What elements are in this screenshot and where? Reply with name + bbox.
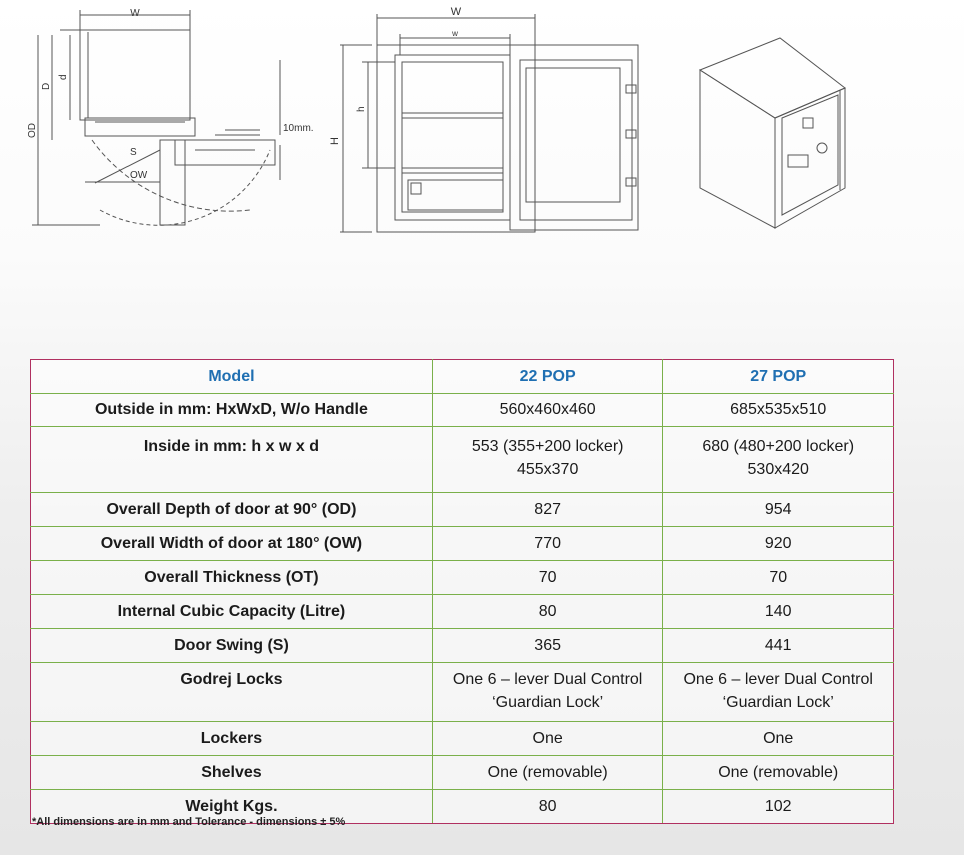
table-row: Inside in mm: h x w x d 553 (355+200 loc… xyxy=(30,426,894,493)
header-27-pop: 27 POP xyxy=(662,359,894,394)
row-label: Overall Width of door at 180° (OW) xyxy=(30,526,433,561)
table-row: Godrej Locks One 6 – lever Dual Control ‘… xyxy=(30,662,894,722)
table-header-row: Model 22 POP 27 POP xyxy=(30,359,894,394)
cell-27-pop: 441 xyxy=(662,628,894,663)
header-model: Model xyxy=(30,359,433,394)
cell-22-pop: 80 xyxy=(431,789,664,824)
label-s: S xyxy=(130,147,137,158)
row-label: Overall Thickness (OT) xyxy=(30,560,433,595)
row-label: Inside in mm: h x w x d xyxy=(30,426,433,493)
row-label: Door Swing (S) xyxy=(30,628,433,663)
cell-22-pop: 70 xyxy=(431,560,664,595)
label-d-small: d xyxy=(58,74,69,80)
cell-27-pop: 680 (480+200 locker) 530x420 xyxy=(662,426,894,493)
cell-27-pop: 102 xyxy=(662,789,894,824)
safe-3d-drawing xyxy=(698,37,846,229)
cell-27-pop: One xyxy=(662,721,894,756)
label-d-big: D xyxy=(41,83,52,90)
cell-line: 455x370 xyxy=(516,461,579,478)
cell-line: 530x420 xyxy=(747,461,809,478)
label-H: H xyxy=(329,137,341,145)
table-row: Overall Depth of door at 90° (OD) 827 95… xyxy=(30,492,894,527)
cell-22-pop: 560x460x460 xyxy=(431,393,664,427)
table-row: Overall Thickness (OT) 70 70 xyxy=(30,560,894,595)
top-view-drawing xyxy=(32,10,281,226)
cell-22-pop: 80 xyxy=(431,594,664,629)
table-row: Overall Width of door at 180° (OW) 770 9… xyxy=(30,526,894,561)
row-label: Internal Cubic Capacity (Litre) xyxy=(30,594,433,629)
cell-22-pop: 365 xyxy=(431,628,664,663)
label-10mm: 10mm. xyxy=(283,123,314,134)
cell-22-pop: 553 (355+200 locker) 455x370 xyxy=(431,426,664,493)
row-label: Shelves xyxy=(30,755,433,790)
label-od: OD xyxy=(27,123,38,138)
row-label: Overall Depth of door at 90° (OD) xyxy=(30,492,433,527)
cell-line: ‘Guardian Lock’ xyxy=(492,694,604,711)
cell-27-pop: One (removable) xyxy=(662,755,894,790)
cell-27-pop: 954 xyxy=(662,492,894,527)
cell-27-pop: 920 xyxy=(662,526,894,561)
row-label: Weight Kgs. xyxy=(30,789,433,824)
footnote: *All dimensions are in mm and Tolerance … xyxy=(32,816,346,828)
cell-line: 553 (355+200 locker) xyxy=(471,438,624,455)
cell-22-pop: One 6 – lever Dual Control ‘Guardian Lock… xyxy=(431,662,664,722)
cell-22-pop: One (removable) xyxy=(431,755,664,790)
label-h: h xyxy=(356,106,367,112)
cell-22-pop: 827 xyxy=(431,492,664,527)
label-w-mid: w xyxy=(451,29,458,38)
row-label: Godrej Locks xyxy=(30,662,433,722)
label-ow: OW xyxy=(130,170,148,181)
specification-table: Model 22 POP 27 POP Outside in mm: HxWxD… xyxy=(30,359,894,824)
technical-drawings: W d D OD S OW 10mm. W w H h xyxy=(0,0,964,250)
cell-27-pop: 685x535x510 xyxy=(662,393,894,427)
table-row: Door Swing (S) 365 441 xyxy=(30,628,894,663)
cell-line: 680 (480+200 locker) xyxy=(702,438,855,455)
cell-27-pop: 140 xyxy=(662,594,894,629)
cell-27-pop: One 6 – lever Dual Control ‘Guardian Lock… xyxy=(662,662,894,722)
cell-27-pop: 70 xyxy=(662,560,894,595)
row-label: Outside in mm: HxWxD, W/o Handle xyxy=(30,393,433,427)
cell-line: One 6 – lever Dual Control xyxy=(452,671,643,688)
table-row: Lockers One One xyxy=(30,721,894,756)
front-view-drawing xyxy=(340,14,639,233)
label-w-top: W xyxy=(130,8,140,19)
label-W: W xyxy=(451,6,462,18)
cell-22-pop: One xyxy=(431,721,664,756)
cell-line: One 6 – lever Dual Control xyxy=(683,671,873,688)
cell-22-pop: 770 xyxy=(431,526,664,561)
table-row: Shelves One (removable) One (removable) xyxy=(30,755,894,790)
row-label: Lockers xyxy=(30,721,433,756)
table-row: Internal Cubic Capacity (Litre) 80 140 xyxy=(30,594,894,629)
cell-line: ‘Guardian Lock’ xyxy=(722,694,834,711)
table-row: Weight Kgs. 80 102 xyxy=(30,789,894,824)
table-row: Outside in mm: HxWxD, W/o Handle 560x460… xyxy=(30,393,894,427)
header-22-pop: 22 POP xyxy=(431,359,664,394)
